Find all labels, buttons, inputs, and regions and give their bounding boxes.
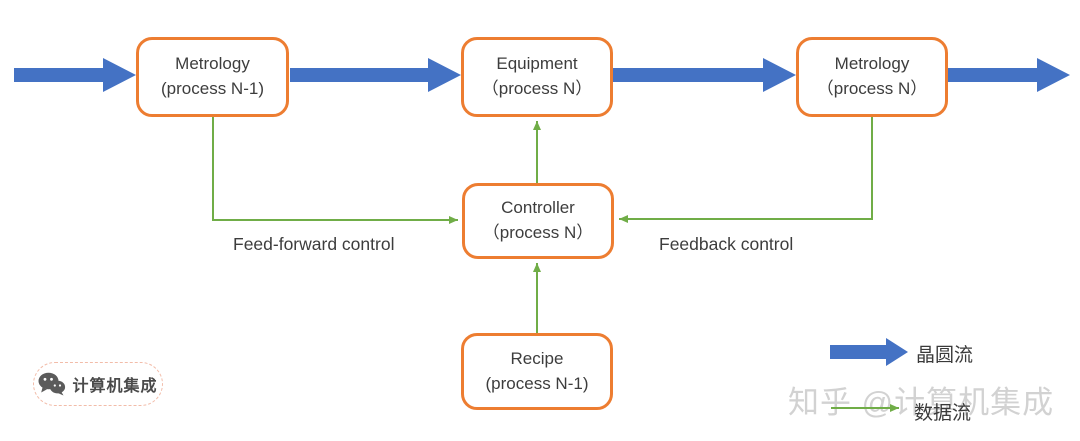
node-subtitle: (process N-1) [485, 373, 589, 393]
wafer-flow-arrow-out [948, 58, 1070, 92]
node-title: Equipment [496, 54, 578, 74]
data-flow-feedback-line [619, 116, 873, 223]
legend-wafer-flow-arrow [830, 338, 908, 366]
node-title: Metrology [834, 54, 910, 74]
channel-badge: 计算机集成 [33, 362, 163, 406]
node-equipment-process-n: Equipment （process N） [461, 37, 613, 117]
node-title: Recipe [510, 348, 564, 368]
node-title: Metrology [175, 54, 250, 74]
legend-wafer-flow-label: 晶圆流 [916, 345, 974, 366]
feed-forward-control-label: Feed-forward control [233, 234, 395, 254]
node-metrology-process-n: Metrology （process N） [796, 37, 948, 117]
node-subtitle: （process N） [482, 223, 594, 242]
node-subtitle: （process N） [481, 79, 593, 98]
channel-badge-name: 计算机集成 [72, 376, 158, 395]
wechat-icon [38, 372, 66, 396]
feedback-control-label: Feedback control [659, 234, 794, 254]
node-title: Controller [501, 198, 575, 218]
watermark: 知乎 @计算机集成 [788, 385, 1055, 420]
node-controller-process-n: Controller （process N） [462, 183, 614, 259]
wafer-flow-arrow-equipment-to-metrology [613, 58, 796, 92]
node-subtitle: (process N-1) [161, 79, 264, 98]
wafer-flow-arrow-metrology-to-equipment [290, 58, 461, 92]
data-flow-feed-forward-line [212, 116, 458, 224]
node-subtitle: （process N） [816, 79, 928, 98]
node-metrology-process-n-1: Metrology (process N-1) [136, 37, 289, 117]
legend-data-flow-label: 数据流 [914, 403, 972, 424]
wafer-flow-arrow-in [14, 58, 136, 92]
node-recipe-process-n-1: Recipe (process N-1) [461, 333, 613, 410]
